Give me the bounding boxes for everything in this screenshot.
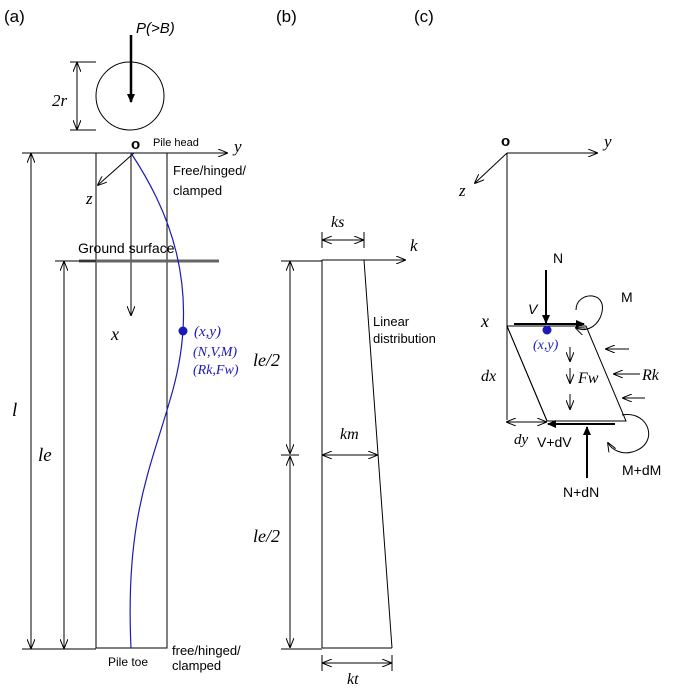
- c-y-axis-label: y: [602, 132, 612, 151]
- forces-label: (N,V,M): [193, 345, 237, 360]
- upper-half-label: le/2: [253, 350, 280, 370]
- panel-c-label: (c): [414, 7, 434, 26]
- ground-surface-label: Ground surface: [78, 240, 175, 256]
- panel-b: (b) ks k Linear distribution km le/2 le/…: [253, 7, 436, 688]
- rk-label: Rk: [641, 367, 660, 384]
- kt-label: kt: [347, 671, 359, 688]
- z-axis-arrow: [98, 152, 135, 185]
- element-diagonal: [506, 325, 548, 422]
- v-label: V: [528, 301, 539, 317]
- n-dn-label: N+dN: [563, 484, 599, 500]
- m-moment-arrow: [576, 295, 603, 330]
- deflection-curve: [129, 152, 185, 649]
- panel-a: (a) P(>B) 2r o Pile head y z x Free/hing…: [4, 7, 246, 673]
- panel-c: (c) o y z N M x V (x,y) dx Fw: [414, 7, 661, 500]
- n-label: N: [553, 250, 563, 266]
- k-axis-label: k: [410, 236, 418, 255]
- pile-toe-label: Pile toe: [108, 655, 148, 669]
- panel-a-label: (a): [4, 7, 25, 26]
- lower-half-label: le/2: [253, 526, 280, 546]
- c-point-label: (x,y): [533, 338, 559, 353]
- ks-label: ks: [331, 214, 344, 231]
- linear-label-line2: distribution: [373, 331, 436, 346]
- toe-condition-line1: free/hinged/: [172, 643, 241, 658]
- c-origin-label: o: [501, 133, 510, 150]
- km-label: km: [340, 426, 359, 443]
- point-marker: [178, 326, 188, 336]
- fw-label: Fw: [577, 370, 599, 387]
- y-axis-label: y: [232, 137, 242, 156]
- dy-label: dy: [514, 432, 529, 448]
- length-label: l: [12, 400, 17, 421]
- distribution-slope: [363, 259, 393, 649]
- z-axis-label: z: [85, 189, 93, 208]
- m-dm-moment-arrow: [608, 414, 650, 454]
- embedded-length-label: le: [38, 445, 52, 466]
- head-condition-line2: clamped: [173, 183, 222, 198]
- toe-condition-line2: clamped: [172, 658, 221, 673]
- origin-label: o: [131, 136, 140, 153]
- x-axis-label: x: [110, 324, 119, 344]
- pile-head-label: Pile head: [153, 137, 199, 149]
- c-x-label: x: [480, 311, 489, 331]
- reactions-label: (Rk,Fw): [193, 363, 239, 378]
- load-label: P(>B): [136, 20, 175, 37]
- load-circle: [95, 61, 165, 131]
- c-point-marker: [542, 325, 552, 335]
- linear-label-line1: Linear: [373, 314, 410, 329]
- dx-label: dx: [481, 368, 496, 385]
- pile-element: [506, 325, 627, 422]
- diameter-label: 2r: [52, 91, 68, 110]
- v-dv-label: V+dV: [537, 434, 572, 450]
- head-condition-line1: Free/hinged/: [173, 163, 246, 178]
- point-label: (x,y): [194, 324, 221, 340]
- panel-b-label: (b): [276, 7, 297, 26]
- c-z-axis-label: z: [458, 181, 466, 200]
- m-label: M: [621, 289, 633, 305]
- c-z-axis-arrow: [475, 152, 508, 183]
- m-dm-label: M+dM: [622, 462, 661, 478]
